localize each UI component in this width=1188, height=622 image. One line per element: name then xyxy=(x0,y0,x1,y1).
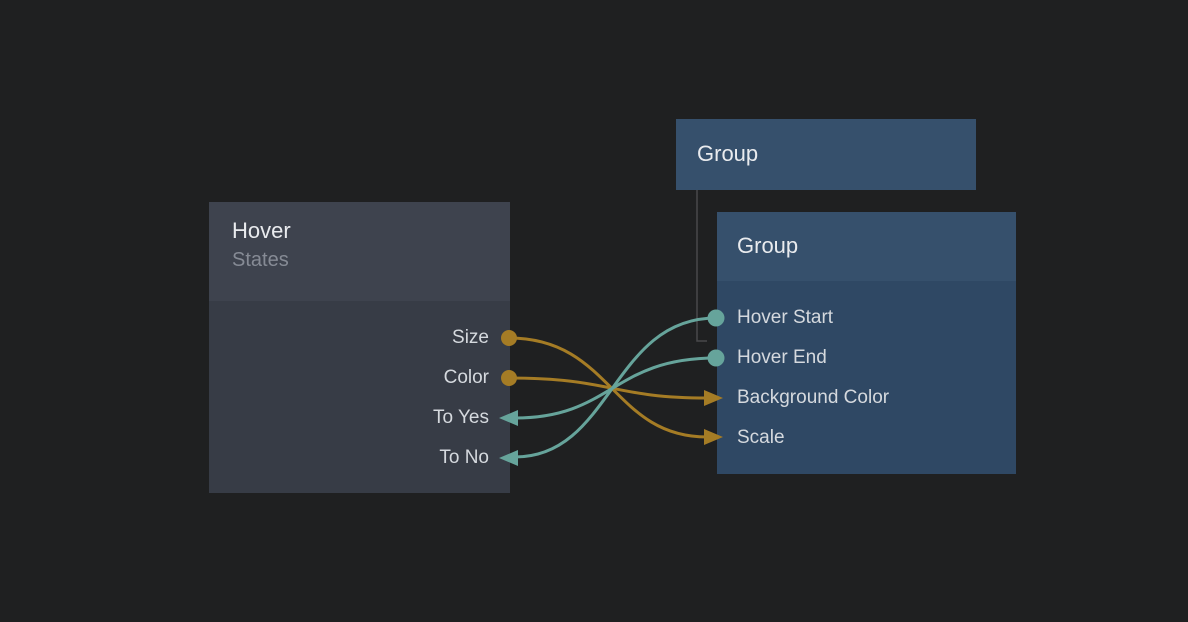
node-hover-states[interactable]: Hover States Size Color To Yes To No xyxy=(209,202,510,493)
node-hover-header[interactable]: Hover States xyxy=(209,202,510,301)
port-row-hover-start[interactable]: Hover Start xyxy=(717,298,1016,338)
port-list: Size Color To Yes To No xyxy=(209,301,510,478)
node-group-parent[interactable]: Group xyxy=(676,119,976,190)
connection-size-to-scale[interactable] xyxy=(508,336,708,439)
hierarchy-connector-line xyxy=(696,190,707,342)
port-label: To No xyxy=(439,447,489,468)
port-row-scale[interactable]: Scale xyxy=(717,418,1016,458)
port-label: Color xyxy=(443,367,489,388)
node-group-child[interactable]: Group Hover Start Hover End Background C… xyxy=(717,212,1016,474)
connection-color-to-background-color[interactable] xyxy=(508,376,708,400)
port-row-background-color[interactable]: Background Color xyxy=(717,378,1016,418)
node-title: Group xyxy=(697,141,759,167)
node-title: Hover xyxy=(232,218,291,243)
port-row-size[interactable]: Size xyxy=(209,318,510,358)
port-label: Background Color xyxy=(737,387,890,408)
port-label: Scale xyxy=(737,427,785,448)
port-label: To Yes xyxy=(433,407,489,428)
node-subtitle: States xyxy=(232,248,289,271)
port-list: Hover Start Hover End Background Color S… xyxy=(717,281,1016,458)
port-row-to-no[interactable]: To No xyxy=(209,438,510,478)
node-title: Group xyxy=(737,233,799,259)
port-label: Hover Start xyxy=(737,307,834,328)
port-row-to-yes[interactable]: To Yes xyxy=(209,398,510,438)
port-row-color[interactable]: Color xyxy=(209,358,510,398)
connection-hover-start-to-to-no[interactable] xyxy=(514,316,717,459)
node-group-header[interactable]: Group xyxy=(717,212,1016,281)
port-label: Hover End xyxy=(737,347,827,368)
port-row-hover-end[interactable]: Hover End xyxy=(717,338,1016,378)
connection-hover-end-to-to-yes[interactable] xyxy=(514,356,717,420)
port-label: Size xyxy=(452,327,489,348)
